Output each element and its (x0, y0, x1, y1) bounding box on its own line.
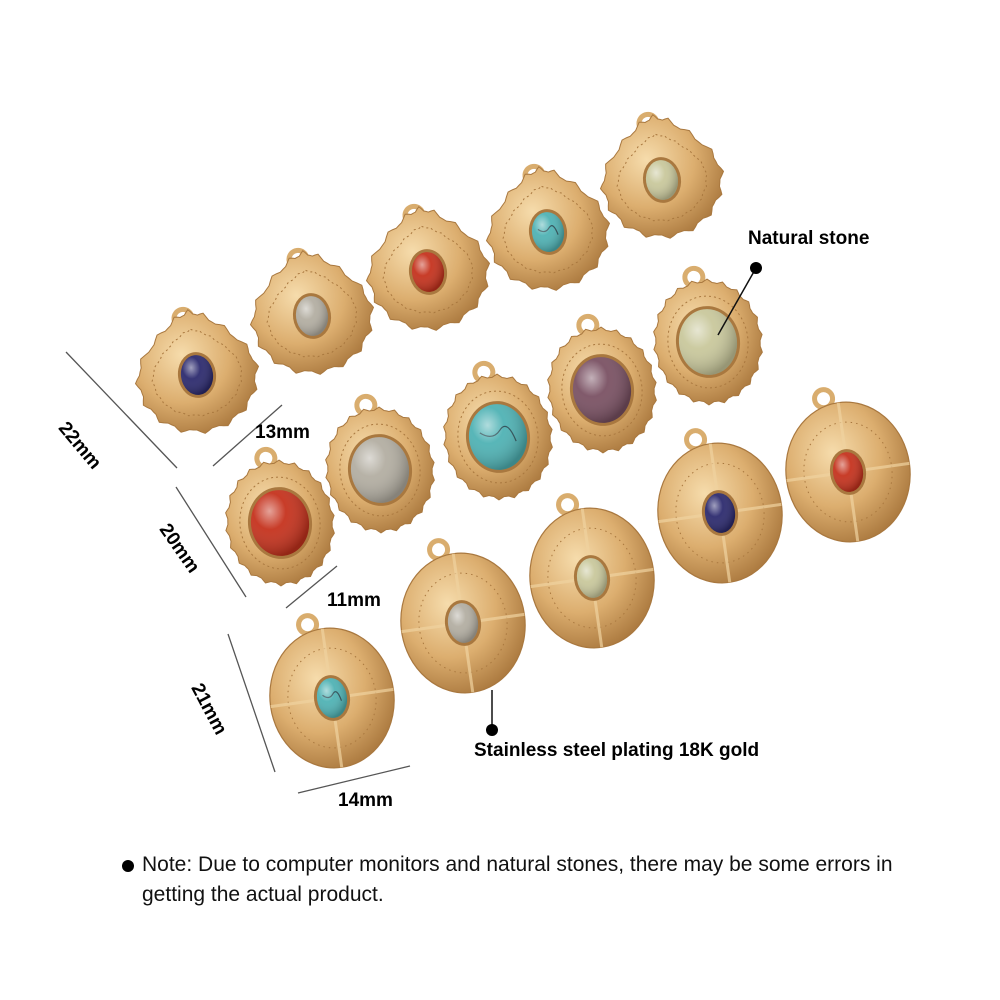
oval-disc-pendant-4 (657, 428, 783, 584)
teardrop-pendant-4-sunburst-ring (502, 185, 594, 274)
teardrop-pendant-4-stone-shine (531, 212, 565, 252)
natural-stone-pointer-line (717, 267, 757, 336)
teardrop-pendant-4 (485, 163, 611, 291)
oval-sunburst-pendant-4-sunburst-ring (561, 343, 643, 437)
dimension-lines (65, 351, 411, 794)
teardrop-pendant-1-stone-shine (180, 355, 214, 395)
teardrop-pendant-1 (134, 306, 260, 434)
pendants-group (134, 111, 911, 769)
teardrop-pendant-1-sunburst-ring (151, 328, 243, 417)
teardrop-pendant-2 (249, 247, 375, 375)
dim-label-14mm: 14mm (338, 790, 393, 811)
oval-disc-pendant-4-stone-shine (704, 493, 736, 533)
oval-sunburst-pendant-3-sunburst-ring (457, 390, 539, 484)
oval-disc-pendant-3 (529, 493, 655, 649)
teardrop-pendant-3 (365, 203, 491, 331)
oval-sunburst-pendant-2-stone-shine (350, 437, 410, 503)
teardrop-pendant-3-stone-shine (411, 252, 445, 292)
teardrop-pendant-5-sunburst-ring (616, 133, 708, 222)
oval-sunburst-pendant-2-sunburst-ring (339, 423, 421, 517)
teardrop-pendant-3-sunburst-ring (382, 225, 474, 314)
dim-line-21mm (227, 633, 276, 773)
dim-line-13mm (212, 404, 283, 467)
oval-disc-pendant-3-stone-shine (576, 558, 608, 598)
dim-line-11mm (285, 565, 338, 609)
oval-sunburst-pendant-2 (325, 393, 435, 534)
oval-sunburst-pendant-4 (547, 313, 657, 454)
oval-sunburst-pendant-1-sunburst-ring (239, 476, 321, 570)
dim-line-14mm (297, 765, 411, 794)
oval-disc-pendant-2 (400, 538, 526, 694)
note-bullet-icon (122, 860, 134, 872)
dim-label-13mm: 13mm (255, 422, 310, 443)
oval-sunburst-pendant-1 (225, 446, 335, 587)
note-text: Note: Due to computer monitors and natur… (142, 853, 893, 906)
callout-pointers (486, 262, 762, 736)
oval-sunburst-pendant-1-stone-shine (250, 490, 310, 556)
teardrop-pendant-2-stone-shine (295, 296, 329, 336)
oval-disc-pendant-1-stone-shine (316, 678, 348, 718)
teardrop-pendant-2-sunburst-ring (266, 269, 358, 358)
natural-stone-label: Natural stone (748, 228, 870, 249)
plating-label: Stainless steel plating 18K gold (474, 740, 760, 761)
plating-pointer-dot (486, 724, 498, 736)
oval-sunburst-pendant-5-sunburst-ring (667, 295, 749, 389)
dim-line-20mm (175, 486, 247, 598)
oval-sunburst-pendant-5 (653, 265, 763, 406)
dim-line-22mm (65, 351, 178, 469)
oval-disc-pendant-1 (269, 613, 395, 769)
disclaimer-note: Note: Due to computer monitors and natur… (122, 850, 902, 910)
oval-sunburst-pendant-3-stone-shine (468, 404, 528, 470)
natural-stone-pointer-dot (750, 262, 762, 274)
dim-label-11mm: 11mm (327, 590, 381, 611)
oval-disc-pendant-5-stone-shine (832, 452, 864, 492)
teardrop-pendant-5 (599, 111, 725, 239)
oval-disc-pendant-5 (785, 387, 911, 543)
oval-disc-pendant-2-stone-shine (447, 603, 479, 643)
oval-sunburst-pendant-4-stone-shine (572, 357, 632, 423)
oval-sunburst-pendant-3 (443, 360, 553, 501)
teardrop-pendant-5-stone-shine (645, 160, 679, 200)
